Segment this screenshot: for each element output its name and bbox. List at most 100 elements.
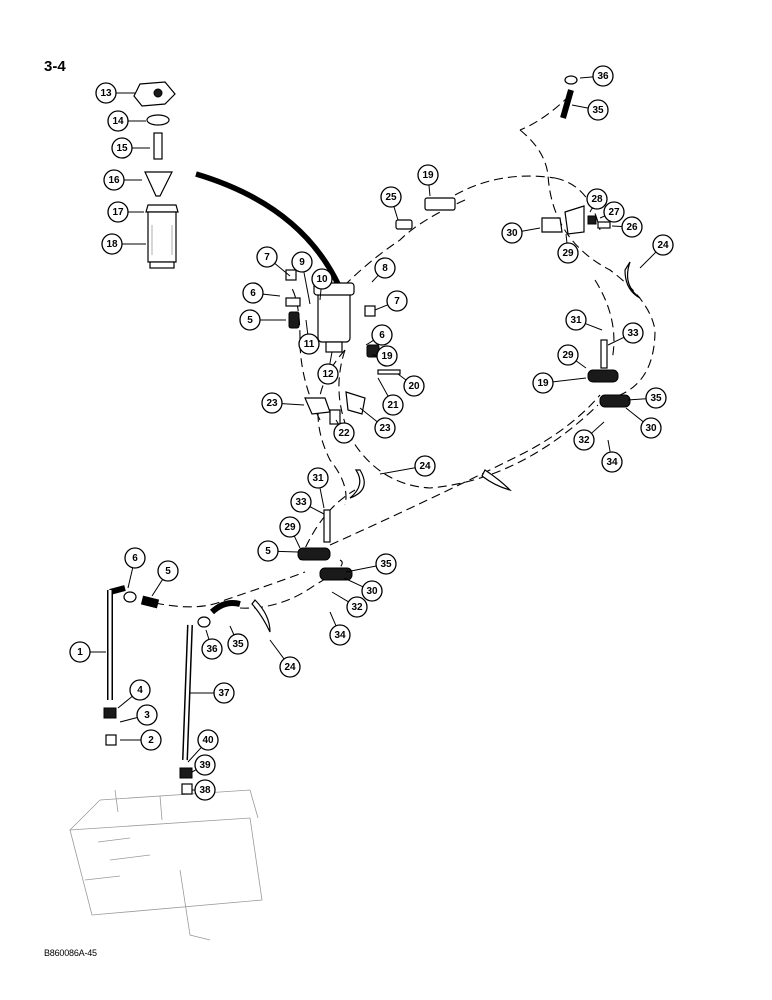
part-callout-9: 9 — [291, 251, 313, 305]
callout-circle — [194, 779, 216, 801]
part-callout-13: 13 — [95, 82, 136, 104]
callout-circle — [213, 682, 235, 704]
callout-circle — [242, 282, 264, 304]
clamp-assembly-right — [587, 339, 631, 408]
callout-circle — [375, 553, 397, 575]
callout-circle — [403, 375, 425, 397]
clamp-assembly-center — [297, 509, 353, 581]
callout-number: 18 — [106, 239, 118, 250]
callout-leader-line — [579, 76, 594, 79]
callout-number: 29 — [284, 522, 296, 533]
callout-circle — [622, 322, 644, 344]
callout-circle — [124, 547, 146, 569]
part-callout-5: 5 — [151, 560, 179, 597]
part-callout-23: 23 — [359, 407, 396, 439]
callout-number: 5 — [265, 546, 271, 557]
part-callout-24: 24 — [639, 234, 674, 269]
callout-number: 39 — [199, 760, 211, 771]
callout-number: 35 — [232, 639, 244, 650]
callout-circle — [140, 729, 162, 751]
part-callout-28: 28 — [586, 188, 608, 213]
part-callout-7: 7 — [256, 246, 291, 277]
callout-number: 11 — [304, 339, 315, 350]
callout-leader-line — [187, 747, 202, 763]
callout-number: 19 — [422, 170, 434, 181]
callout-leader-line — [119, 717, 138, 723]
callout-number: 35 — [592, 105, 604, 116]
strap-24-right — [624, 261, 641, 299]
callout-number: 24 — [419, 461, 431, 472]
callout-circle — [201, 638, 223, 660]
callout-leader-line — [319, 288, 322, 301]
callout-leader-line — [329, 351, 333, 365]
callout-leader-line — [591, 421, 605, 434]
callout-number: 21 — [387, 400, 399, 411]
part-callout-12: 12 — [317, 351, 339, 385]
part-callout-34: 34 — [601, 439, 623, 473]
callout-leader-line — [571, 104, 589, 109]
callout-leader-line — [625, 407, 644, 423]
strap-24-lower — [251, 599, 271, 633]
callout-circle — [111, 137, 133, 159]
callout-leader-line — [303, 271, 311, 305]
callout-circle — [532, 372, 554, 394]
part-callout-32: 32 — [573, 421, 605, 451]
bolt-20 — [377, 369, 401, 375]
callout-leader-line — [281, 403, 305, 406]
part-callout-37: 37 — [190, 682, 235, 704]
callout-number: 28 — [591, 194, 603, 205]
callout-circle — [311, 268, 333, 290]
page-number: 3-4 — [44, 58, 66, 75]
callout-leader-line — [599, 215, 606, 219]
callout-circle — [261, 392, 283, 414]
part-callout-29: 29 — [557, 233, 579, 264]
part-callout-30: 30 — [343, 577, 383, 602]
clip-23a — [304, 397, 331, 415]
part-callout-5: 5 — [257, 540, 299, 562]
callout-leader-line — [397, 373, 407, 381]
callout-circle — [239, 309, 261, 331]
part-callout-3: 3 — [119, 704, 158, 726]
part-callout-21: 21 — [377, 377, 404, 416]
callout-circle — [103, 169, 125, 191]
part-callout-31: 31 — [307, 467, 329, 509]
part-callout-6: 6 — [242, 282, 281, 304]
callout-leader-line — [229, 625, 235, 636]
callout-number: 35 — [650, 393, 662, 404]
callout-circle — [329, 624, 351, 646]
part-callout-26: 26 — [611, 216, 643, 238]
callout-leader-line — [151, 579, 164, 597]
callout-number: 1 — [77, 647, 83, 658]
callout-circle — [95, 82, 117, 104]
callout-number: 2 — [148, 735, 154, 746]
callout-circle — [194, 754, 216, 776]
part-callout-19: 19 — [371, 345, 398, 367]
callout-leader-line — [585, 323, 603, 331]
callout-leader-line — [305, 319, 309, 335]
callout-leader-line — [428, 184, 431, 197]
part-callout-5: 5 — [239, 309, 286, 331]
callout-circle — [279, 656, 301, 678]
hose-35-lower — [209, 600, 241, 615]
part-callout-39: 39 — [191, 754, 216, 776]
standpipe-37 — [179, 624, 193, 795]
callout-leader-line — [127, 567, 134, 589]
part-callout-23: 23 — [261, 392, 305, 414]
callout-leader-line — [329, 611, 337, 627]
callout-leader-line — [611, 225, 623, 228]
callout-circle — [573, 429, 595, 451]
callout-leader-line — [371, 274, 379, 283]
part-callout-7: 7 — [374, 290, 408, 312]
hose-end-36-top — [564, 75, 578, 85]
callout-circle — [374, 257, 396, 279]
callout-number: 32 — [351, 602, 363, 613]
callout-number: 25 — [385, 192, 397, 203]
callout-circle — [107, 110, 129, 132]
spacer-22 — [329, 409, 341, 425]
callout-leader-line — [589, 207, 593, 213]
standpipe-1 — [103, 585, 126, 746]
callout-leader-line — [343, 577, 364, 588]
callout-number: 3 — [144, 710, 150, 721]
main-fuel-line — [195, 171, 341, 286]
